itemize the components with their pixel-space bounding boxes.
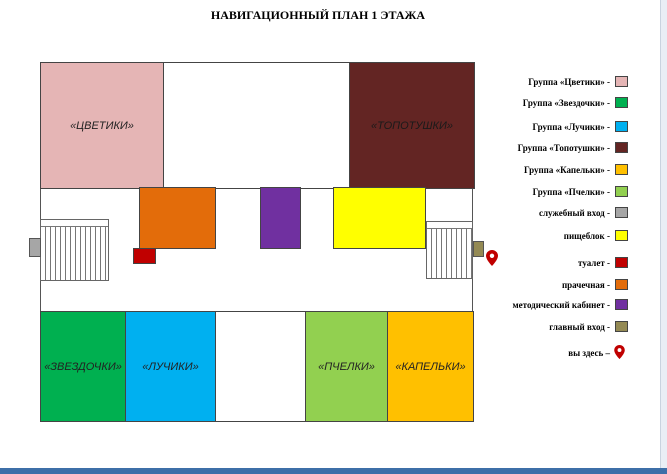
legend-item-label: главный вход - — [549, 322, 610, 332]
room-tsvetiki-label: «ЦВЕТИКИ» — [70, 119, 134, 132]
stairs-right — [426, 221, 473, 279]
window-frame-bottom — [0, 468, 667, 474]
room-luchiki[interactable]: «ЛУЧИКИ» — [125, 311, 216, 422]
legend-item-label: Группа «Топотушки» - — [517, 143, 610, 153]
legend-swatch — [615, 230, 628, 241]
legend-item-pchelki: Группа «Пчелки» - — [480, 185, 630, 199]
room-empty-bottom — [215, 311, 306, 422]
room-pchelki-label: «ПЧЕЛКИ» — [318, 360, 375, 373]
legend-item-you-are-here: вы здесь – — [480, 345, 630, 360]
legend-swatch — [615, 257, 628, 268]
legend-item-kapelki: Группа «Капельки» - — [480, 163, 630, 177]
room-zvezdochki-label: «ЗВЕЗДОЧКИ» — [44, 360, 122, 373]
legend-item-methodical-office: методический кабинет - — [480, 298, 630, 312]
room-food-unit[interactable] — [333, 187, 426, 249]
room-kapelki[interactable]: «КАПЕЛЬКИ» — [387, 311, 474, 422]
legend-item-main-entrance: главный вход - — [480, 320, 630, 334]
legend-item-label: Группа «Звездочки» - — [522, 98, 610, 108]
room-topotushki[interactable]: «ТОПОТУШКИ» — [349, 62, 475, 189]
legend-item-label: Группа «Капельки» - — [523, 165, 610, 175]
legend-item-label: Группа «Пчелки» - — [532, 187, 610, 197]
legend-item-zvezdochki: Группа «Звездочки» - — [480, 96, 630, 110]
legend-swatch — [615, 121, 628, 132]
legend-item-label: Группа «Лучики» - — [532, 122, 610, 132]
legend-item-luchiki: Группа «Лучики» - — [480, 120, 630, 134]
map-pin-icon — [486, 250, 498, 266]
legend-swatch — [615, 321, 628, 332]
legend-swatch — [615, 142, 628, 153]
room-empty-top — [163, 62, 350, 189]
room-laundry[interactable] — [139, 187, 216, 249]
room-topotushki-label: «ТОПОТУШКИ» — [370, 119, 454, 132]
legend-item-label: туалет - — [578, 258, 610, 268]
map-pin-icon — [614, 345, 625, 359]
room-zvezdochki[interactable]: «ЗВЕЗДОЧКИ» — [40, 311, 126, 422]
legend-item-label: служебный вход - — [538, 208, 610, 218]
legend-swatch — [615, 76, 628, 87]
floor-plan: «ЦВЕТИКИ» «ТОПОТУШКИ» «ЗВЕЗДОЧКИ» «ЛУЧИК… — [40, 62, 475, 422]
legend-item-service-entrance: служебный вход - — [480, 206, 630, 220]
legend-swatch — [615, 186, 628, 197]
legend-item-label: Группа «Цветики» - — [528, 77, 610, 87]
room-methodical-office[interactable] — [260, 187, 301, 249]
legend-swatch — [615, 207, 628, 218]
legend-item-laundry: прачечная - — [480, 278, 630, 292]
room-kapelki-label: «КАПЕЛЬКИ» — [395, 360, 466, 373]
service-entrance[interactable] — [29, 238, 41, 257]
room-tsvetiki[interactable]: «ЦВЕТИКИ» — [40, 62, 164, 189]
room-toilet[interactable] — [133, 248, 156, 264]
room-pchelki[interactable]: «ПЧЕЛКИ» — [305, 311, 388, 422]
legend-item-label: прачечная - — [561, 280, 610, 290]
stairs-left — [40, 219, 109, 281]
legend-swatch — [615, 299, 628, 310]
page-title: НАВИГАЦИОННЫЙ ПЛАН 1 ЭТАЖА — [210, 8, 426, 22]
legend-item-tsvetiki: Группа «Цветики» - — [480, 75, 630, 89]
legend-item-label: методический кабинет - — [512, 300, 610, 310]
legend-item-food-unit: пищеблок - — [480, 229, 630, 243]
you-are-here-label: вы здесь – — [568, 348, 610, 358]
legend-swatch — [615, 164, 628, 175]
legend-item-label: пищеблок - — [563, 231, 610, 241]
legend-item-toilet: туалет - — [480, 256, 630, 270]
window-frame-right — [660, 0, 667, 474]
legend-item-topotushki: Группа «Топотушки» - — [480, 141, 630, 155]
main-entrance[interactable] — [473, 241, 484, 257]
room-luchiki-label: «ЛУЧИКИ» — [142, 360, 199, 373]
legend-swatch — [615, 97, 628, 108]
legend-swatch — [615, 279, 628, 290]
